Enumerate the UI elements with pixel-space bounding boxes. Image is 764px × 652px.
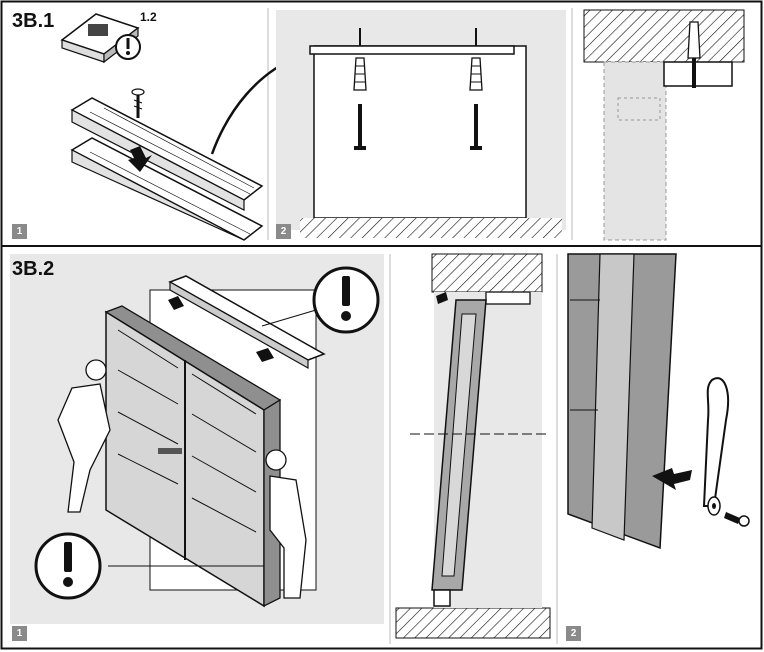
- bracket-pack-icon: [60, 13, 140, 64]
- header-rail: [309, 45, 515, 55]
- step-title: 3B.1: [12, 10, 55, 32]
- wall-plug-icon: [687, 21, 701, 88]
- screw-icon: [724, 512, 750, 527]
- lintel: [431, 253, 543, 293]
- caution-exclamation-icon: [115, 34, 141, 60]
- bracket: [663, 61, 733, 87]
- caution-exclamation-icon: [312, 266, 380, 334]
- panel-number: 2: [566, 626, 581, 641]
- screw-icon: [131, 88, 145, 118]
- bracket: [485, 291, 531, 305]
- door-leaf-outline: [603, 61, 667, 241]
- washer-icon: [707, 496, 721, 516]
- plank-lower: [70, 137, 264, 241]
- part-reference: 1.2: [140, 10, 157, 24]
- arrow-icon: [128, 146, 152, 172]
- header-rail: [168, 275, 326, 370]
- arrow-icon: [256, 348, 274, 362]
- caution-exclamation-icon: [34, 532, 102, 600]
- panel-number: 1: [12, 626, 27, 641]
- door-opening: [313, 45, 527, 219]
- panel-number: 2: [276, 224, 291, 239]
- hinge-pin: [433, 589, 451, 607]
- step-title: 3B.2: [12, 258, 55, 280]
- arrow-icon: [168, 296, 184, 310]
- panel-number: 1: [12, 224, 27, 239]
- callout-line: [261, 309, 317, 327]
- door-frame-icon: [104, 305, 282, 608]
- arrow-icon: [652, 468, 692, 490]
- screw-icon: [354, 104, 482, 150]
- floor: [395, 607, 551, 639]
- door-frame-icon: [567, 253, 677, 550]
- floor: [300, 218, 562, 238]
- installer-figure: [57, 359, 307, 599]
- lintel: [583, 9, 745, 63]
- plank-upper: [70, 97, 264, 211]
- wall-plug-icon: [353, 28, 483, 91]
- arrow-icon: [436, 292, 448, 304]
